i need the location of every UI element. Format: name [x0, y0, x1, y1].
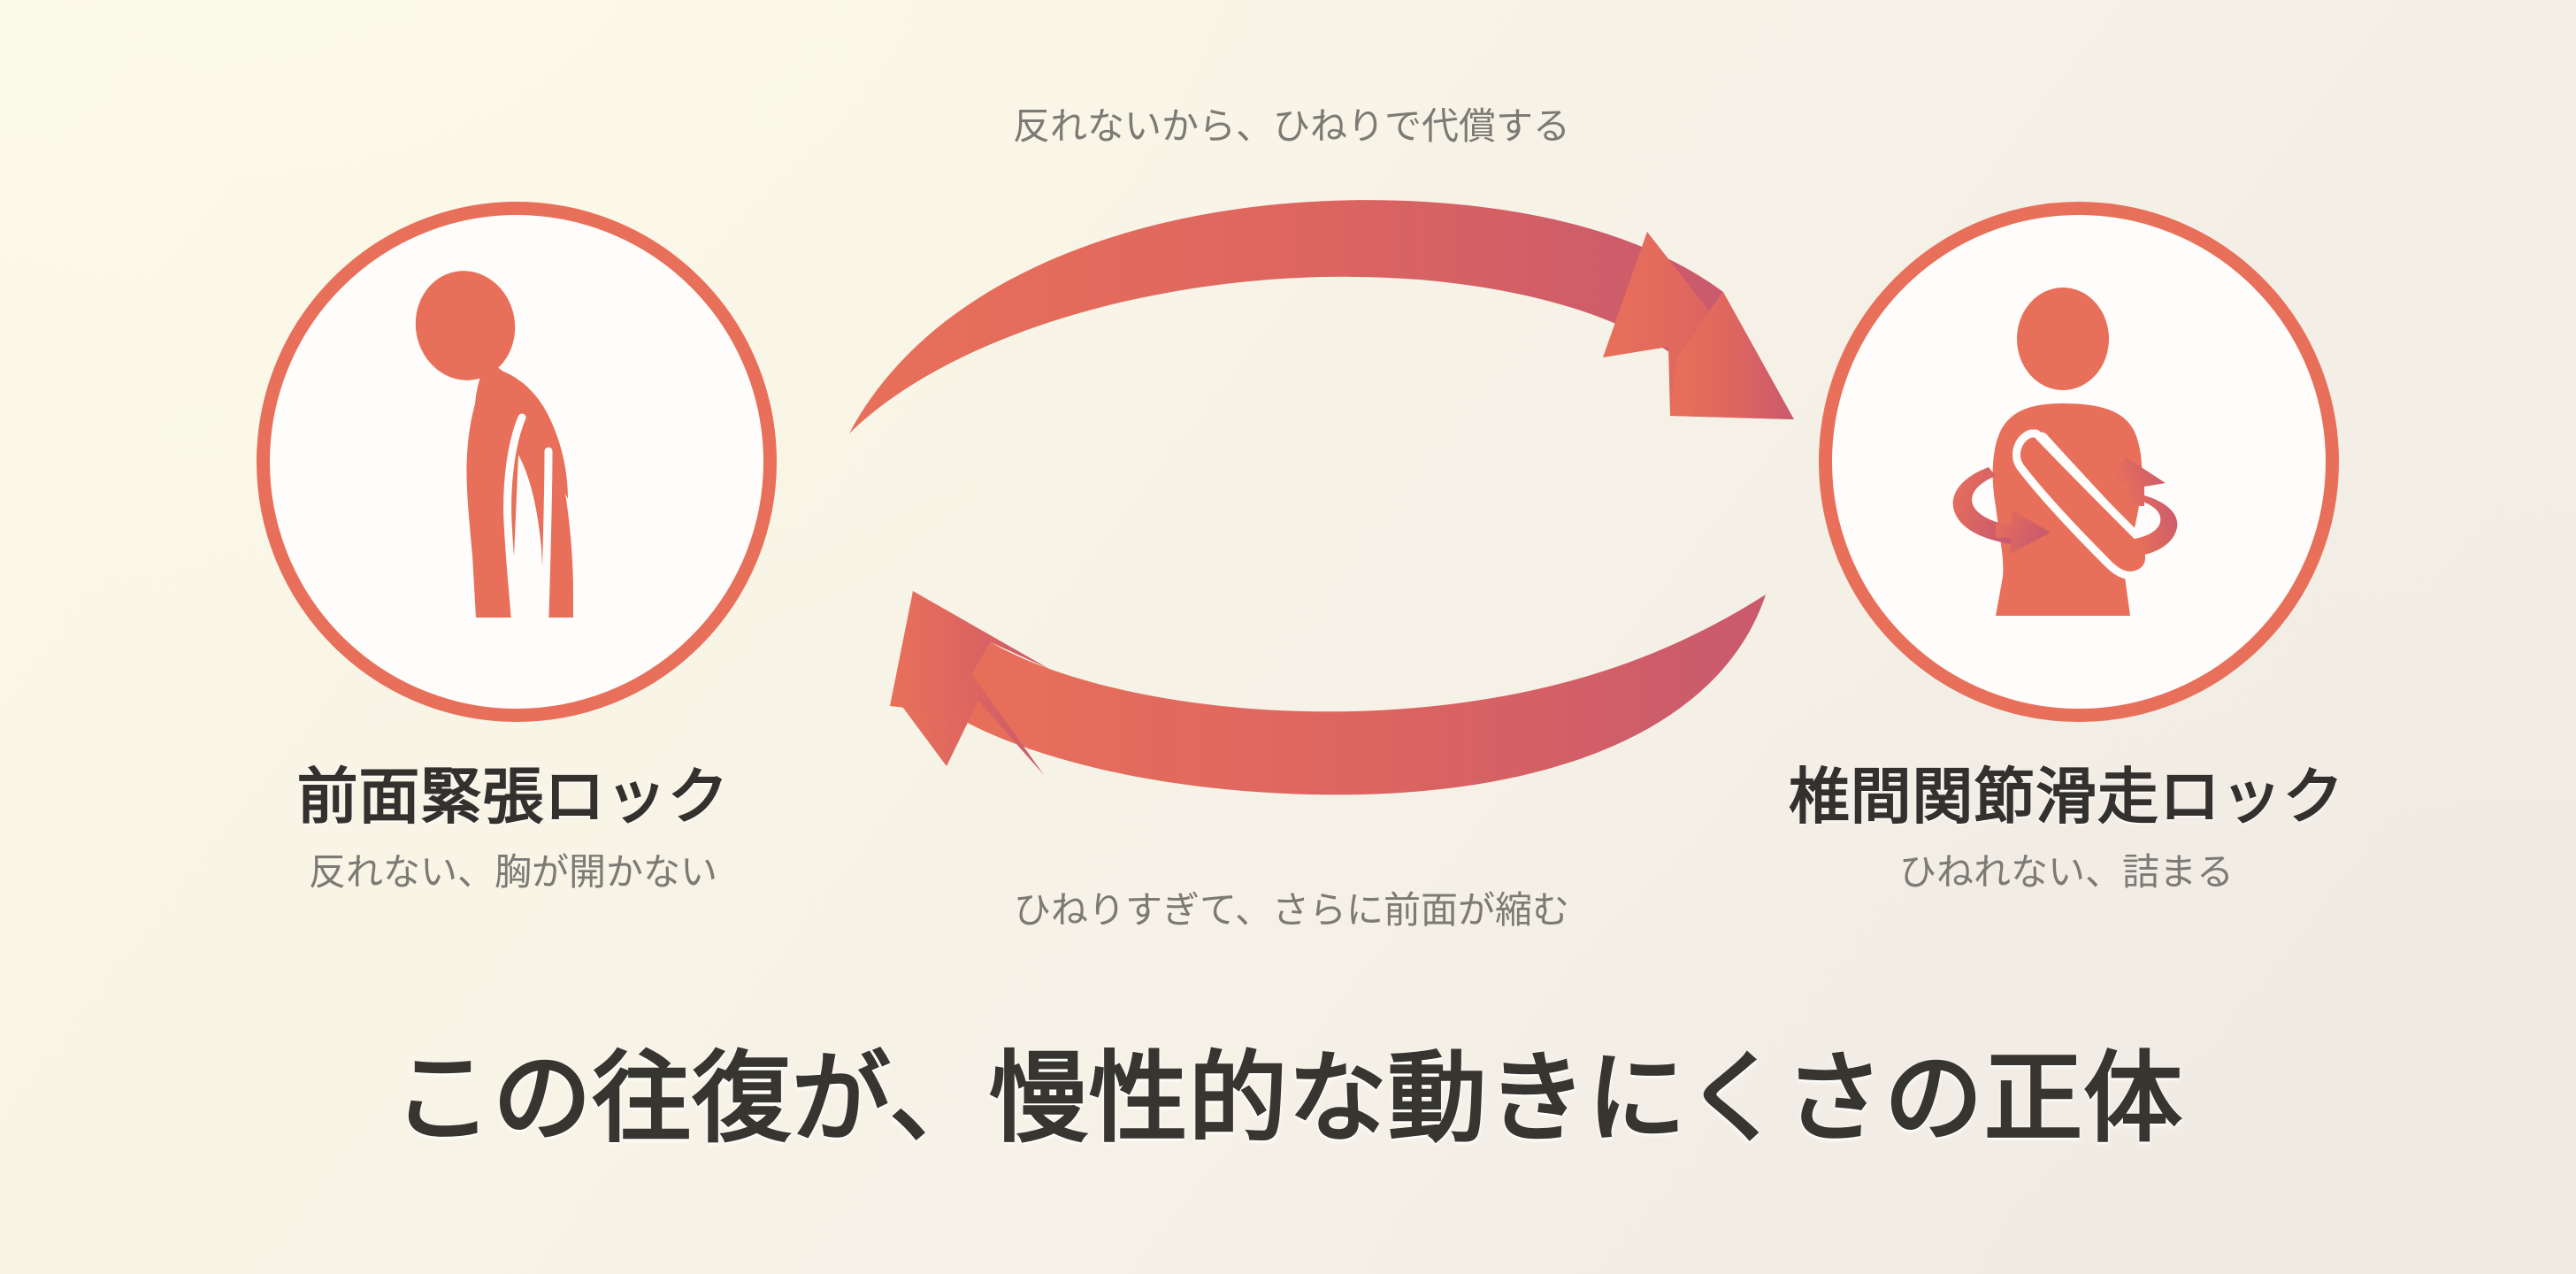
- torso-twist-icon: [1952, 288, 2178, 616]
- curved-arrow-right-icon: [849, 200, 1794, 434]
- node-title-left: 前面緊張ロック: [296, 762, 730, 833]
- node-title-right: 椎間関節滑走ロック: [1788, 762, 2345, 833]
- edge-label-top: 反れないから、ひねりで代償する: [1012, 104, 1570, 148]
- node-caption-left: 前面緊張ロック 反れない、胸が開かない: [0, 763, 1026, 894]
- node-caption-right: 椎間関節滑走ロック ひねれない、詰まる: [1557, 763, 2576, 894]
- edge-label-bottom: ひねりすぎて、さらに前面が縮む: [1014, 888, 1569, 932]
- hunched-posture-icon: [415, 271, 573, 620]
- page-headline: この往復が、慢性的な動きにくさの正体: [393, 1041, 2183, 1156]
- node-facet-glide-lock[interactable]: [1819, 202, 2339, 722]
- node-subtitle-right: ひねれない、詰まる: [1898, 849, 2234, 894]
- node-front-tension-lock[interactable]: [257, 202, 777, 722]
- node-subtitle-left: 反れない、胸が開かない: [308, 849, 717, 894]
